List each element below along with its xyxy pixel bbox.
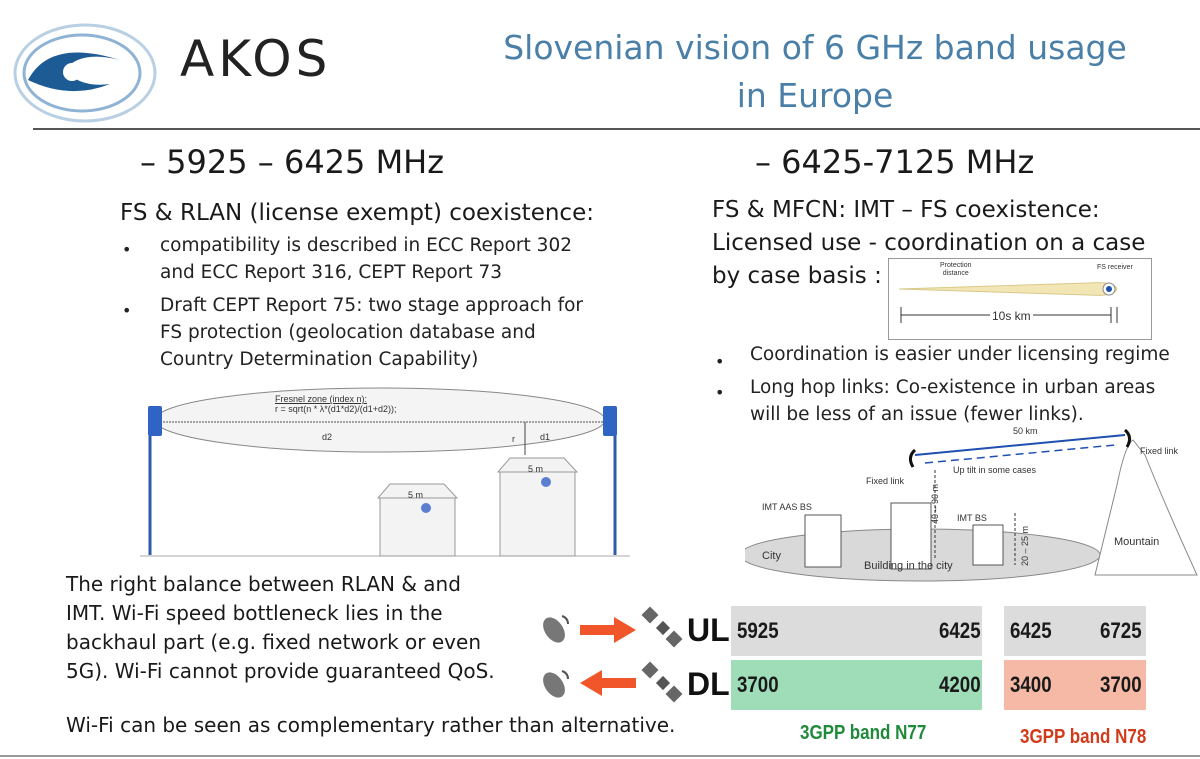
n78-ul-band: 6425 6725 bbox=[1004, 606, 1146, 656]
balance-paragraph: The right balance between RLAN & and IMT… bbox=[66, 572, 495, 683]
right-range-heading: – 6425-7125 MHz bbox=[755, 143, 1035, 181]
right-bullet-2: Long hop links: Co-existence in urban ar… bbox=[750, 377, 1156, 425]
dish-antenna-icon bbox=[543, 615, 569, 643]
satellite-icon bbox=[641, 606, 683, 648]
fresnel-title: Fresnel zone (index n): bbox=[275, 394, 368, 404]
fresnel-formula: r = sqrt(n * λ*(d1*d2)/(d1+d2)); bbox=[275, 404, 397, 414]
uptilt-label: Up tilt in some cases bbox=[953, 465, 1037, 475]
n78-dl-band: 3400 3700 bbox=[1004, 660, 1146, 710]
title-line-1: Slovenian vision of 6 GHz band usage bbox=[503, 28, 1127, 67]
right-subheading: FS & MFCN: IMT – FS coexistence: License… bbox=[712, 197, 1146, 289]
scene-distance: 50 km bbox=[1013, 426, 1038, 436]
n77-dl-band: 3700 4200 bbox=[731, 660, 982, 710]
label-r: r bbox=[512, 434, 515, 444]
page-title: Slovenian vision of 6 GHz band usage in … bbox=[480, 24, 1150, 120]
label-d2: d2 bbox=[322, 432, 333, 442]
protection-distance-diagram bbox=[888, 258, 1152, 340]
height-label-1: 40 – 90 m bbox=[930, 483, 940, 524]
building-label: Building in the city bbox=[864, 560, 953, 572]
logo-text: AKOS bbox=[180, 30, 332, 88]
header-divider bbox=[33, 128, 1200, 130]
label-height-2: 5 m bbox=[528, 464, 544, 474]
fixed-link-left-label: Fixed link bbox=[866, 476, 905, 486]
imt-aas-label: IMT AAS BS bbox=[762, 502, 812, 512]
satellite-icon bbox=[641, 661, 683, 703]
fresnel-zone-diagram bbox=[140, 387, 630, 557]
bullet-dot: • bbox=[715, 383, 725, 402]
protection-distance-icon bbox=[898, 282, 1118, 323]
city-fixed-link-scene bbox=[745, 428, 1198, 582]
bullet-dot: • bbox=[715, 352, 725, 371]
title-line-2: in Europe bbox=[736, 76, 894, 115]
dish-antenna-icon bbox=[543, 670, 569, 698]
n78-band-label: 3GPP band N78 bbox=[1020, 726, 1147, 748]
left-bullet-1: compatibility is described in ECC Report… bbox=[160, 235, 572, 283]
arrow-left-icon bbox=[580, 670, 636, 696]
label-d1: d1 bbox=[540, 432, 551, 442]
ul-label: UL bbox=[687, 612, 730, 648]
fixed-link-right-label: Fixed link bbox=[1140, 446, 1179, 456]
label-height-1: 5 m bbox=[408, 490, 424, 500]
right-bullet-1: Coordination is easier under licensing r… bbox=[750, 344, 1170, 365]
closing-statement: Wi-Fi can be seen as complementary rathe… bbox=[66, 713, 676, 737]
imt-bs-label: IMT BS bbox=[957, 513, 987, 523]
n77-ul-band: 5925 6425 bbox=[731, 606, 982, 656]
protection-distance-value: 10s km bbox=[990, 309, 1033, 323]
bullet-dot: • bbox=[122, 301, 132, 320]
fs-receiver-label: FS receiver bbox=[1097, 264, 1133, 271]
arrow-right-icon bbox=[580, 617, 636, 643]
footer-divider bbox=[0, 755, 1200, 757]
mountain-label: Mountain bbox=[1114, 536, 1160, 548]
protection-label: Protection distance bbox=[940, 262, 972, 277]
dl-label: DL bbox=[687, 666, 730, 702]
height-label-2: 20 – 25 m bbox=[1020, 525, 1030, 566]
bullet-dot: • bbox=[122, 240, 132, 259]
left-subheading: FS & RLAN (license exempt) coexistence: bbox=[120, 200, 594, 226]
city-label: City bbox=[762, 550, 781, 562]
n77-band-label: 3GPP band N77 bbox=[800, 722, 927, 744]
akos-logo-icon bbox=[13, 23, 157, 123]
left-range-heading: – 5925 – 6425 MHz bbox=[140, 143, 445, 181]
left-bullet-2: Draft CEPT Report 75: two stage approach… bbox=[160, 295, 584, 370]
